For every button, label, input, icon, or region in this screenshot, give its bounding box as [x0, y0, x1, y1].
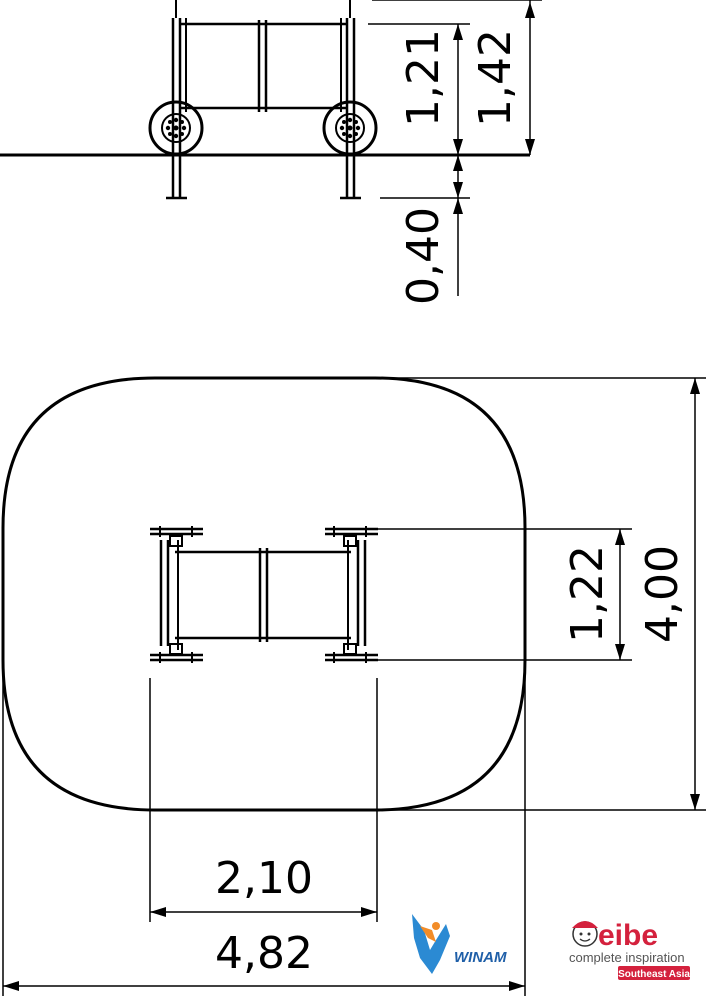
- dimension-label-1-21: 1,21: [398, 29, 449, 127]
- winam-logo-mark: [412, 914, 450, 974]
- winam-logo: WINAM: [412, 914, 507, 974]
- eibe-face-icon: [572, 921, 598, 947]
- eibe-wordmark: eibe: [598, 919, 658, 952]
- winam-logo-text: WINAM: [454, 949, 507, 966]
- dimension-2-10: 2,10: [149, 678, 378, 922]
- plan-view: 1,22 4,00 2,10 4,82: [1, 376, 706, 996]
- dimension-4-00: 4,00: [375, 377, 706, 811]
- dimension-0-40: 0,40: [380, 155, 470, 305]
- equipment-plan: [150, 526, 378, 663]
- dimension-label-4-82: 4,82: [215, 928, 313, 979]
- barrel-side: [180, 18, 347, 112]
- dimension-1-42: 1,42: [372, 0, 542, 155]
- dimension-label-2-10: 2,10: [215, 853, 313, 904]
- dimension-label-1-22: 1,22: [562, 545, 613, 643]
- side-elevation-view: 1,21 1,42 0,40: [0, 0, 542, 305]
- eibe-logo: eibe complete inspiration Southeast Asia: [569, 919, 690, 980]
- eibe-region-text: Southeast Asia: [618, 969, 690, 980]
- dimension-1-22: 1,22: [378, 528, 632, 661]
- dimension-label-0-40: 0,40: [398, 207, 449, 305]
- dimension-1-21: 1,21: [368, 23, 470, 155]
- dimension-label-1-42: 1,42: [470, 29, 521, 127]
- eibe-tagline: complete inspiration: [569, 950, 685, 965]
- left-post: [166, 0, 187, 200]
- right-wheel: [322, 100, 378, 156]
- safety-area-outline: [1, 376, 527, 812]
- right-post: [340, 0, 361, 200]
- left-wheel: [148, 100, 204, 156]
- dimension-label-4-00: 4,00: [637, 545, 688, 643]
- dimension-4-82: 4,82: [2, 660, 526, 996]
- eibe-region-badge: [618, 966, 690, 980]
